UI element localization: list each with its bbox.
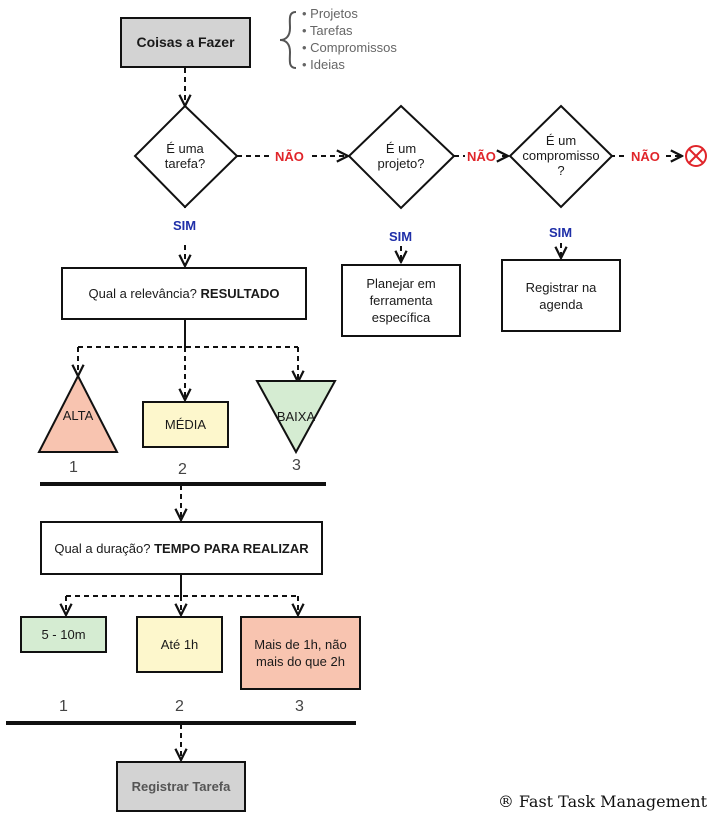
relevance-number: 1 [69,459,78,476]
start-box: Coisas a Fazer [120,17,251,68]
planejar-box: Planejar em ferramenta específica [341,264,461,337]
action-line: Planejar em [366,276,436,291]
duration-number: 2 [175,698,184,715]
nao-label: NÃO [275,149,304,164]
start-label: Coisas a Fazer [136,34,235,50]
action-line: Registrar na [525,279,597,295]
relevance-number: 3 [292,457,301,474]
decision-line: tarefa? [164,156,206,171]
cancel-icon [685,145,707,167]
duration-number: 1 [59,698,68,715]
duration-number: 3 [295,698,304,715]
decision-line: É um [545,133,577,148]
decision-diamond-projeto [347,104,456,210]
notes-brace [279,11,297,69]
decision-compromisso-text: É um compromisso ? [516,133,606,178]
duration-long-label: Mais de 1h, não mais do que 2h [254,637,347,669]
duration-medium-box: Até 1h [136,616,223,673]
decision-line: É uma [166,141,204,156]
decision-line: compromisso [522,148,600,163]
note-item: • Projetos [302,6,358,21]
duration-long-box: Mais de 1h, não mais do que 2h [240,616,361,690]
action-line: agenda [539,296,583,312]
duration-question-box: Qual a duração? TEMPO PARA REALIZAR [40,521,323,575]
relevance-question: Qual a relevância? [88,286,197,301]
sim-label: SIM [549,225,573,240]
footer-credit: ® Fast Task Management [497,792,707,811]
action-line: ferramenta [369,293,433,308]
duration-short-label: 5 - 10m [41,627,86,642]
duration-medium-label: Até 1h [160,637,199,652]
action-line: específica [371,310,431,325]
nao-label: NÃO [467,149,496,164]
decision-line: É um [385,141,417,156]
relevance-question-box: Qual a relevância? RESULTADO [61,267,307,320]
note-item: • Tarefas [302,23,353,38]
duration-keyword: TEMPO PARA REALIZAR [154,540,309,556]
nao-label: NÃO [631,149,660,164]
decision-line: ? [557,163,565,178]
duration-short-box: 5 - 10m [20,616,107,653]
sim-label: SIM [173,218,197,233]
decision-projeto-text: É um projeto? [356,141,446,171]
relevance-number: 2 [178,461,187,478]
alta-triangle [37,373,119,453]
end-label: Registrar Tarefa [131,779,231,794]
decision-diamond-compromisso [508,104,614,209]
end-box: Registrar Tarefa [116,761,246,812]
agenda-box: Registrar na agenda [501,259,621,332]
duration-question: Qual a duração? [54,540,151,556]
baixa-label: BAIXA [276,409,316,424]
baixa-triangle [255,380,337,455]
decision-line: projeto? [377,156,425,171]
note-item: • Ideias [302,57,345,72]
alta-label: ALTA [62,408,94,423]
note-item: • Compromissos [302,40,397,55]
sim-label: SIM [389,229,413,244]
media-box: MÉDIA [142,401,229,448]
decision-tarefa-text: É uma tarefa? [140,141,230,171]
media-label: MÉDIA [164,417,207,432]
relevance-keyword: RESULTADO [200,286,280,301]
decision-diamond-tarefa [133,104,239,209]
